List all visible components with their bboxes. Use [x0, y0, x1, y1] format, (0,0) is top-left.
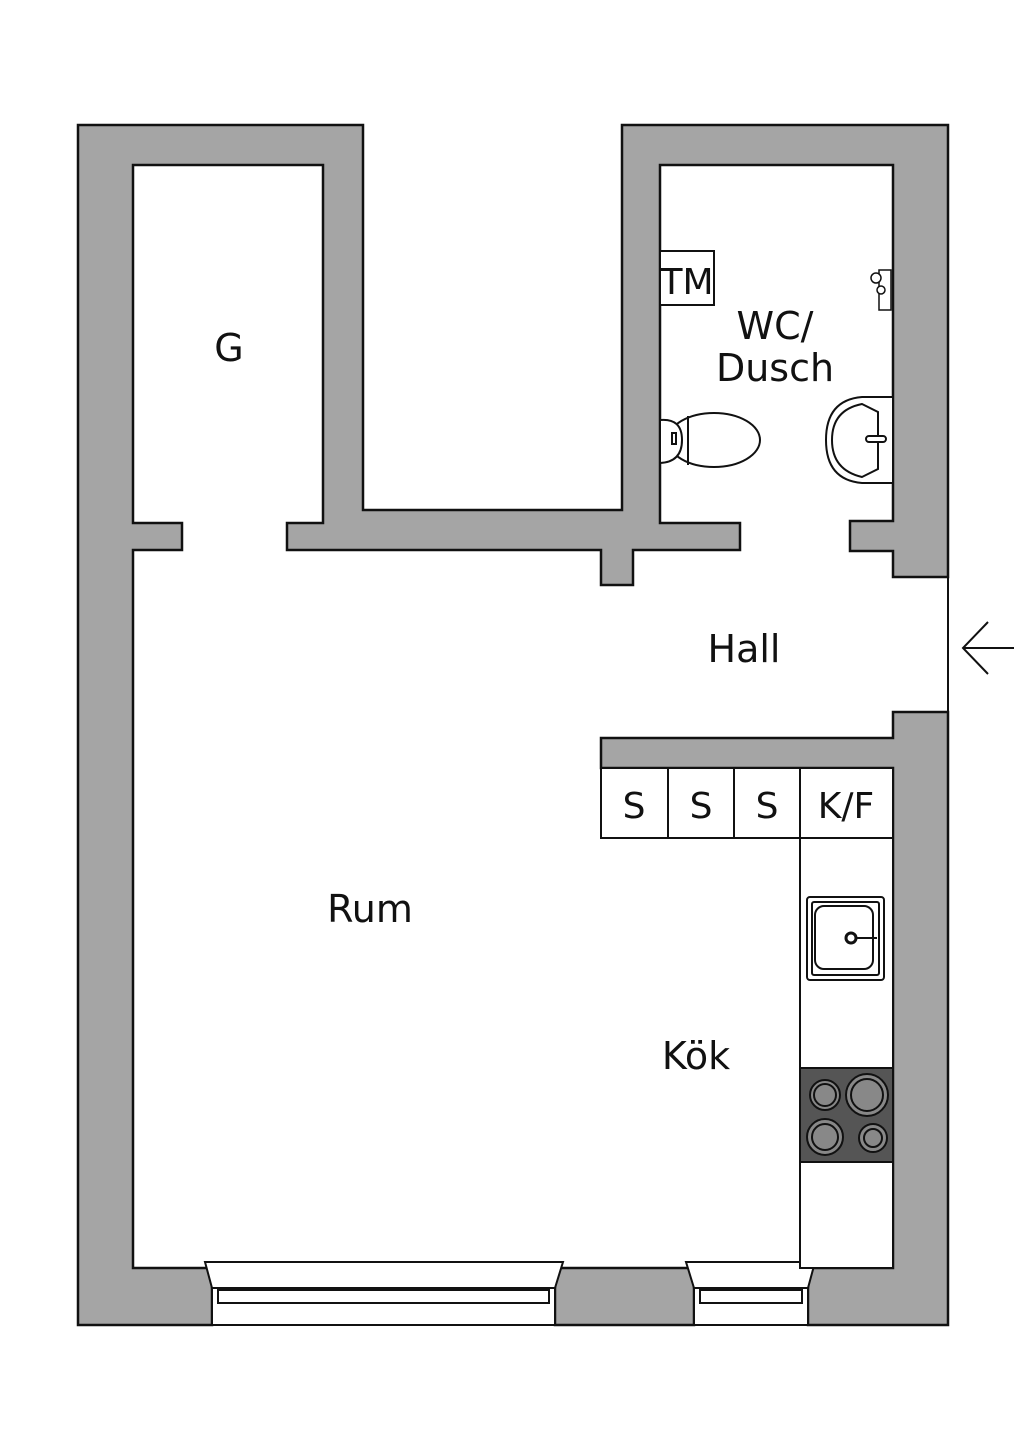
fridge-freezer-label: K/F [818, 786, 874, 827]
room-label-hall: Hall [708, 627, 781, 671]
room-label-kitchen: Kök [662, 1034, 730, 1078]
room-label-living: Rum [327, 887, 413, 931]
wall-main [76, 123, 950, 1327]
washer-label: TM [659, 262, 713, 303]
toilet-icon [659, 412, 761, 468]
window-large [203, 1261, 565, 1326]
cabinet-label: S [756, 786, 779, 827]
room-label-bathroom: Dusch [716, 346, 834, 390]
sink-icon [806, 896, 885, 981]
cabinet-label: S [623, 786, 646, 827]
cabinet-label: S [690, 786, 713, 827]
washbasin-icon [824, 396, 894, 484]
window-small [684, 1261, 817, 1326]
room-label-bathroom: WC/ [737, 304, 814, 348]
room-label-storage: G [214, 326, 243, 370]
kitchen-cabinets: S S S K/F [600, 767, 894, 839]
entrance-arrow-icon [961, 621, 1014, 675]
stove-icon [799, 1067, 894, 1163]
washer: TM [659, 250, 715, 306]
shower-icon [870, 269, 892, 311]
wall-pier [553, 1266, 696, 1327]
